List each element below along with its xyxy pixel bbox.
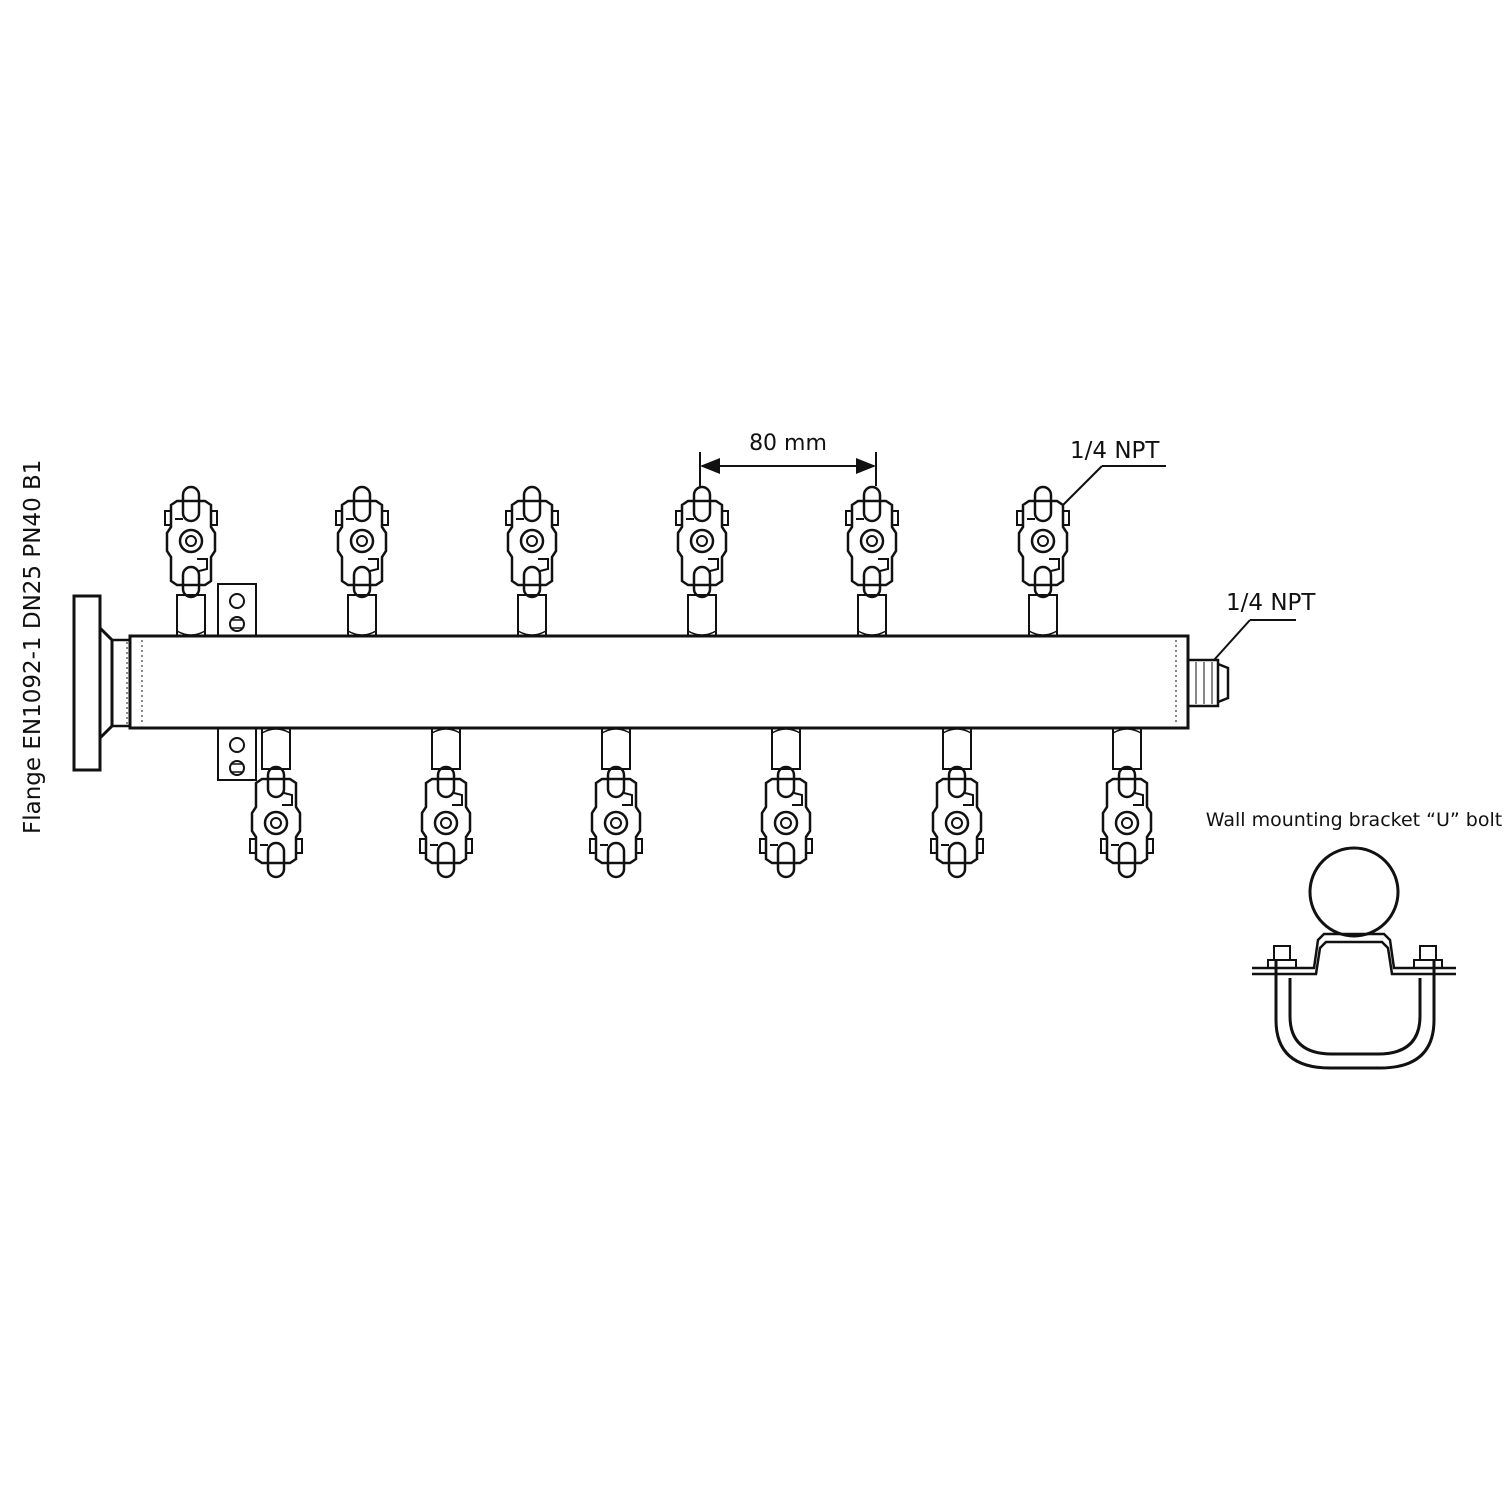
outlet-thread-label: 1/4 NPT [1070,438,1160,464]
outlet-thread-callout: 1/4 NPT [1061,438,1166,507]
valve-bottom-5 [929,725,985,879]
valve-top-5 [844,485,900,639]
valve-top-2 [334,485,390,639]
end-thread-fitting [1186,658,1230,708]
valve-bottom-4 [758,725,814,879]
manifold-header [128,634,1190,730]
valve-bottom-1 [248,725,304,879]
flange [72,594,132,772]
top-valves [163,485,1071,639]
end-thread-label: 1/4 NPT [1226,590,1316,616]
valve-top-1 [163,485,219,639]
mounting-plate-bottom [217,727,257,781]
valve-bottom-3 [588,725,644,879]
end-thread-callout: 1/4 NPT [1213,590,1316,661]
valve-top-4 [674,485,730,639]
mounting-plate-top [217,583,257,637]
bottom-valves [248,725,1155,879]
valve-bottom-6 [1099,725,1155,879]
valve-bottom-2 [418,725,474,879]
flange-label: Flange EN1092-1 DN25 PN40 B1 [20,460,46,834]
u-bolt-bracket: Wall mounting bracket “U” bolt [1206,809,1502,1070]
spacing-label: 80 mm [749,431,827,456]
bracket-label: Wall mounting bracket “U” bolt [1206,809,1502,831]
valve-top-3 [504,485,560,639]
valve-top-6 [1015,485,1071,639]
spacing-dimension: 80 mm [699,431,877,486]
